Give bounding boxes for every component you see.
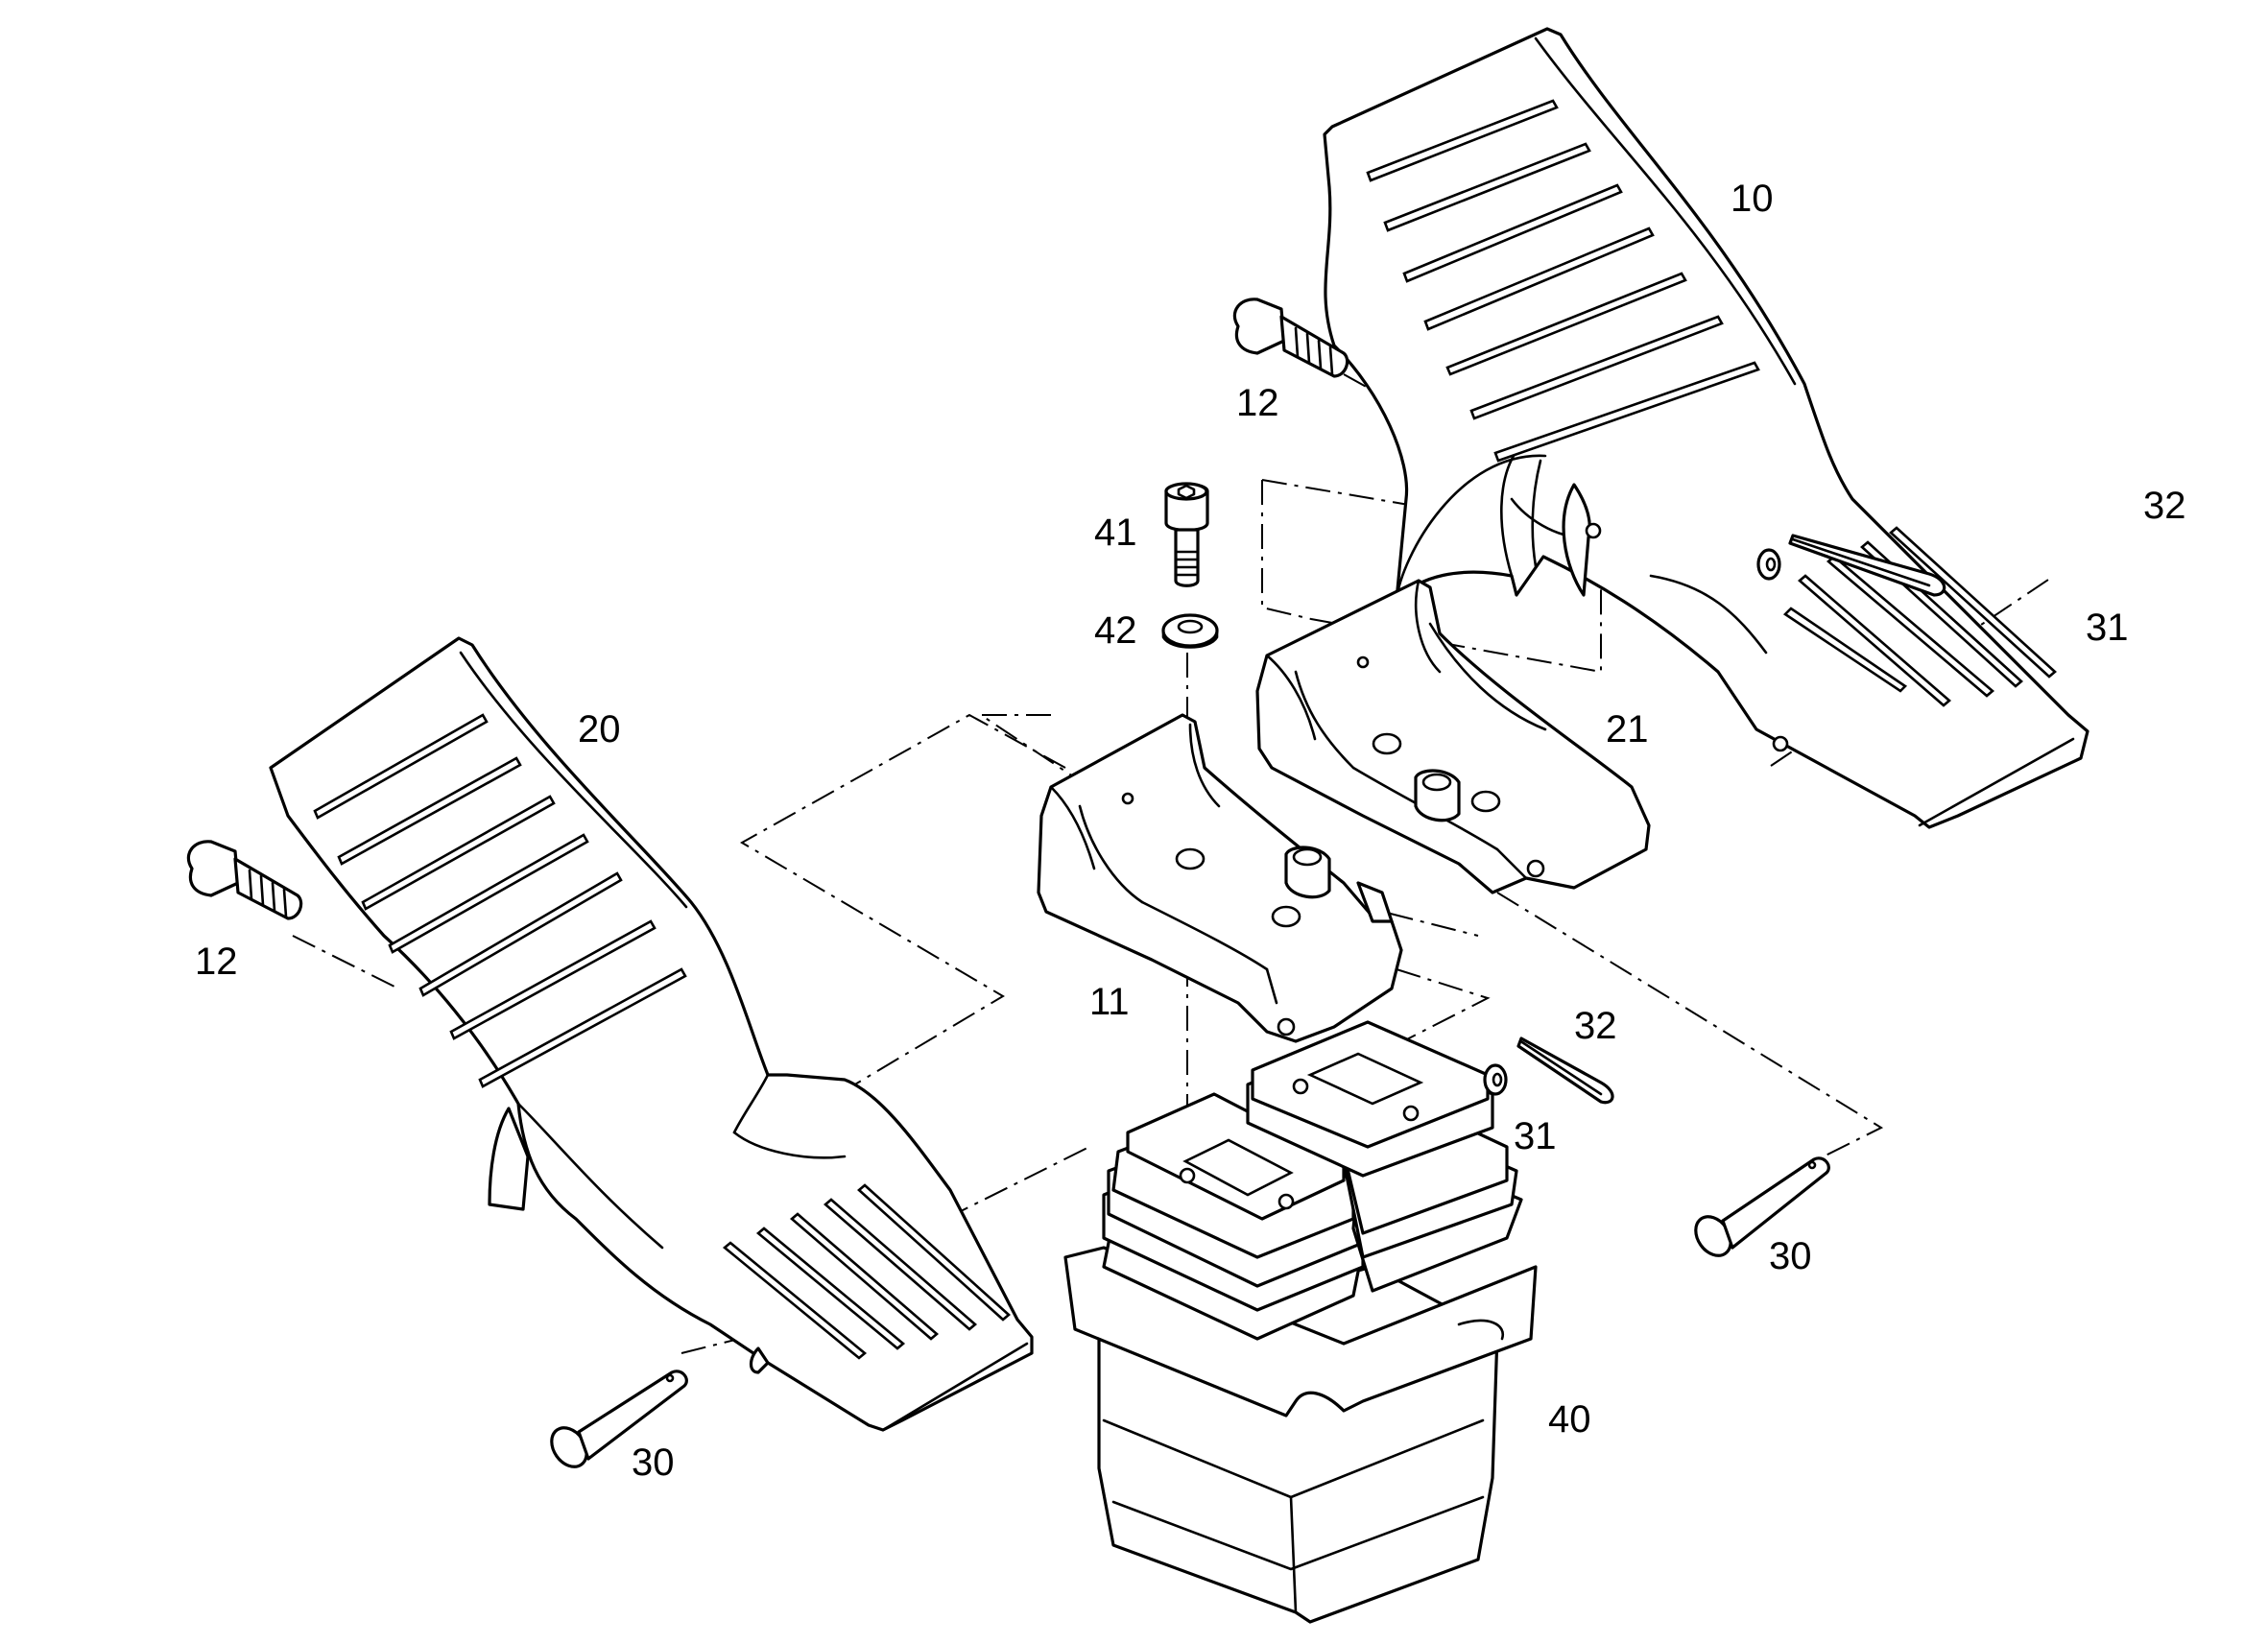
pedal-10-pivot-hole xyxy=(1585,522,1602,539)
callout-12-top: 12 xyxy=(1236,382,1279,424)
bracket-11-hole-a xyxy=(1175,847,1206,870)
bracket-21-hole-a xyxy=(1372,732,1402,755)
callout-31-center: 31 xyxy=(1514,1115,1557,1157)
bracket-11-hole-b xyxy=(1271,905,1301,928)
valve-40 xyxy=(1063,1020,1538,1624)
pedal-20-lower-grooves xyxy=(722,1183,1011,1360)
leader-pedal10-bracket21 xyxy=(1261,480,1602,674)
washer-31-right xyxy=(1756,548,1781,581)
pin-30-left xyxy=(550,1370,688,1468)
callout-12-left: 12 xyxy=(195,941,238,983)
leader-pin30-left xyxy=(680,1338,740,1354)
bracket-11 xyxy=(1037,713,1403,1043)
bracket-21-hole-b xyxy=(1470,790,1501,813)
callout-41: 41 xyxy=(1094,512,1137,554)
leader-pedal20-lower xyxy=(944,1146,1090,1220)
cotter-pin-32-center xyxy=(1516,1036,1614,1105)
pedal-20 xyxy=(269,636,1034,1432)
callouts: 10 12 41 42 32 31 20 21 12 11 32 31 30 4… xyxy=(195,178,2186,1484)
callout-32-right: 32 xyxy=(2143,485,2186,527)
washer-31-center xyxy=(1483,1063,1508,1096)
washer-42 xyxy=(1161,613,1219,649)
bolt-12-left xyxy=(186,840,303,920)
bracket-21-pin-hole xyxy=(1526,859,1545,878)
callout-11: 11 xyxy=(1089,981,1130,1023)
screw-41 xyxy=(1164,482,1209,587)
bracket-21 xyxy=(1255,579,1651,894)
pedal-10-grooves xyxy=(1366,99,1760,463)
callout-40: 40 xyxy=(1548,1398,1591,1441)
callout-20: 20 xyxy=(578,708,621,751)
pedal-10-bottom-hole xyxy=(1772,735,1789,752)
bolt-12-top xyxy=(1232,298,1349,378)
valve-40-bellows-back xyxy=(1246,1020,1523,1293)
pedal-20-grooves xyxy=(313,713,687,1088)
pedal-10 xyxy=(1323,27,2089,829)
callout-30-left: 30 xyxy=(632,1441,675,1484)
pin-30-right xyxy=(1694,1156,1830,1257)
callout-42: 42 xyxy=(1094,609,1137,652)
leader-bracket21-bracket11 xyxy=(977,714,1479,937)
callout-30-right: 30 xyxy=(1769,1235,1812,1277)
leader-bolt12-left xyxy=(292,935,399,989)
bracket-21-pin-hole-b xyxy=(1356,655,1370,669)
leader-pedal20-bracket11 xyxy=(739,713,1066,1143)
callout-32-center: 32 xyxy=(1574,1005,1617,1047)
callout-10: 10 xyxy=(1731,178,1774,220)
callout-21: 21 xyxy=(1606,708,1649,751)
leader-bracket21-pin30 xyxy=(1496,892,1884,1167)
callout-31-right: 31 xyxy=(2086,607,2129,649)
cotter-pin-32-right xyxy=(1788,534,1946,597)
bracket-11-pin-hole xyxy=(1277,1017,1296,1036)
leader-bracket11-washer31 xyxy=(1391,968,1491,1095)
